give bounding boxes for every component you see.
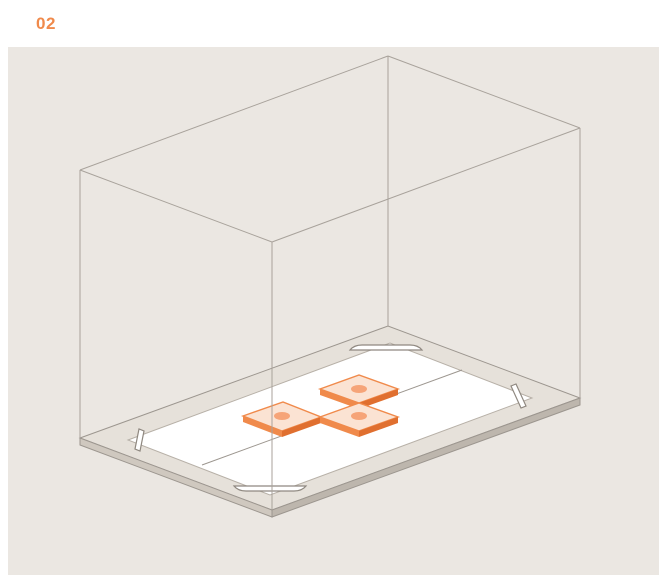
tile-left <box>240 401 323 437</box>
glass-box-front-edges <box>79 127 581 510</box>
step-number: 02 <box>8 0 106 47</box>
tile-bottom <box>317 402 401 437</box>
clip-right <box>510 383 527 409</box>
tile-top <box>317 374 401 409</box>
box-top-right-edge <box>387 55 581 129</box>
clip-left <box>134 428 145 452</box>
box-top-back-edge <box>79 55 389 171</box>
clip-bottom <box>232 485 308 492</box>
orange-tiles <box>240 374 401 437</box>
clip-top <box>348 344 424 351</box>
sheet-clips <box>134 344 527 492</box>
